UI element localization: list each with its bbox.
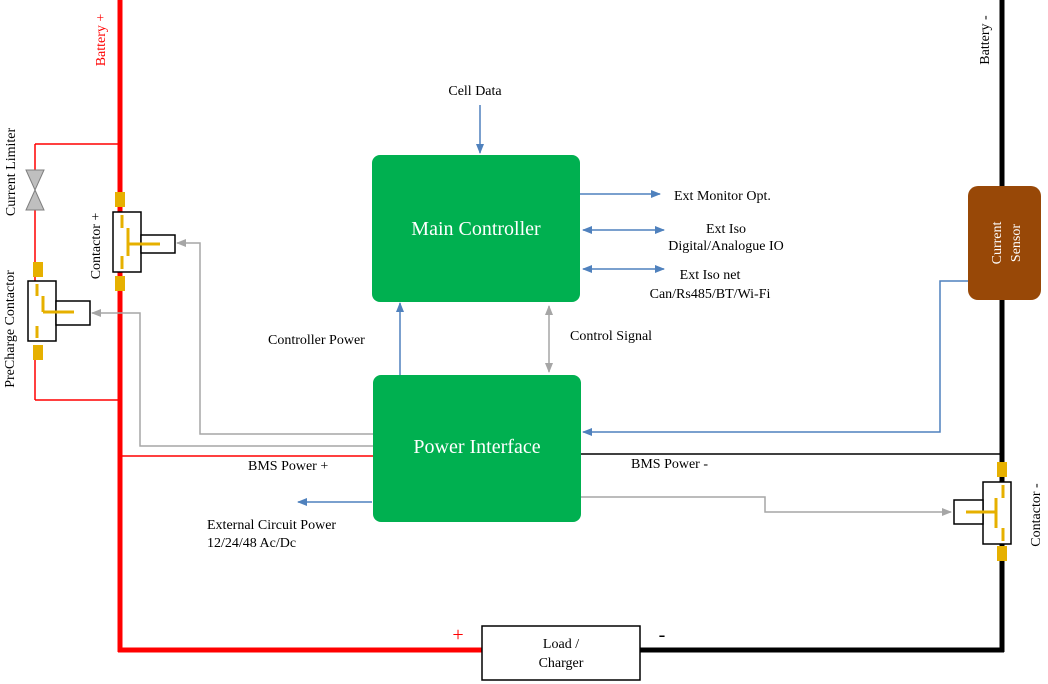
precharge-contactor-label: PreCharge Contactor	[3, 270, 18, 388]
main-controller-label: Main Controller	[411, 218, 541, 240]
battery-plus-label: Battery +	[94, 14, 109, 67]
ext-iso-label-line1: Ext Iso	[706, 222, 746, 237]
load-label-line1: Load /	[543, 637, 579, 652]
bms-power-plus-label: BMS Power +	[248, 459, 328, 474]
current-limiter-label: Current Limiter	[4, 128, 19, 217]
current-limiter-symbol	[25, 169, 45, 211]
external-power-label-line1: External Circuit Power	[207, 518, 336, 533]
ext-iso-net-label-line1: Ext Iso net	[680, 268, 741, 283]
contactor-positive[interactable]	[112, 192, 176, 291]
control-signal-label: Control Signal	[570, 329, 652, 344]
current-sensor-block[interactable]: Current Sensor	[968, 186, 1041, 300]
main-controller-block[interactable]: Main Controller	[372, 155, 580, 302]
current-sensor-signal-arrow	[582, 280, 969, 436]
contactor-minus-label: Contactor -	[1029, 483, 1044, 547]
power-interface-label: Power Interface	[413, 436, 540, 458]
precharge-branch-wire	[34, 143, 120, 401]
contactor-negative[interactable]	[953, 462, 1012, 561]
load-label-line2: Charger	[539, 656, 584, 671]
load-charger-block[interactable]: Load / Charger	[481, 625, 641, 681]
control-line-precharge	[91, 309, 374, 447]
current-sensor-label-line2: Sensor	[1009, 224, 1024, 262]
controller-power-label: Controller Power	[268, 333, 365, 348]
battery-positive-bus	[117, 0, 482, 653]
external-power-label-line2: 12/24/48 Ac/Dc	[207, 536, 296, 551]
ext-iso-label-line2: Digital/Analogue IO	[668, 239, 783, 254]
cell-data-label: Cell Data	[448, 84, 502, 99]
ext-iso-net-label-line2: Can/Rs485/BT/Wi-Fi	[650, 287, 771, 302]
ext-monitor-label: Ext Monitor Opt.	[674, 189, 771, 204]
precharge-contactor[interactable]	[27, 262, 91, 360]
current-sensor-label-line1: Current	[990, 222, 1005, 265]
battery-negative-bus	[640, 0, 1005, 653]
bms-power-minus-label: BMS Power -	[631, 457, 708, 472]
load-plus-sign: +	[452, 624, 463, 646]
load-minus-sign: -	[659, 624, 666, 646]
control-line-contactor-plus	[176, 239, 374, 435]
power-interface-block[interactable]: Power Interface	[373, 375, 581, 522]
battery-minus-label: Battery -	[978, 15, 993, 65]
control-line-contactor-minus	[580, 496, 952, 516]
contactor-plus-label: Contactor +	[89, 213, 104, 280]
